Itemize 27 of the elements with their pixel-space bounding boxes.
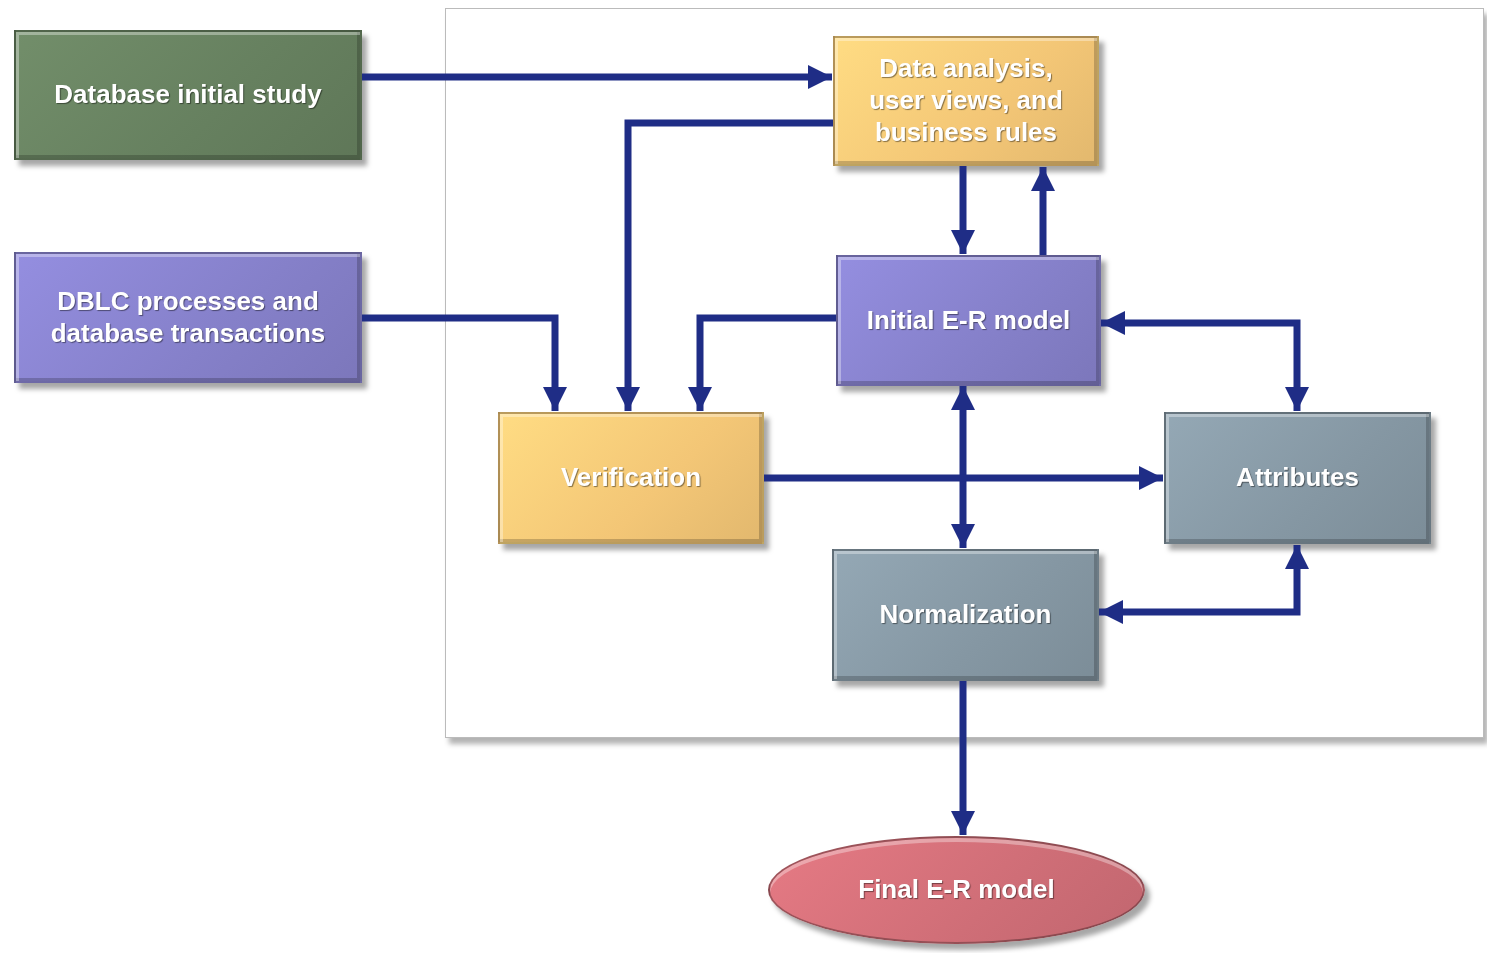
process-box xyxy=(832,549,1099,681)
arrow xyxy=(951,386,975,548)
box-label: Normalization xyxy=(878,599,1053,631)
arrow xyxy=(951,166,975,254)
process-box xyxy=(1164,412,1431,544)
arrow xyxy=(616,119,833,411)
arrow xyxy=(1101,311,1309,411)
arrow xyxy=(688,314,836,411)
panel-background xyxy=(445,8,1484,738)
box-label: DBLC processes and database transactions xyxy=(49,285,327,350)
arrow xyxy=(1031,167,1055,255)
box-label: Final E-R model xyxy=(857,874,1056,906)
box-label: Data analysis, user views, and business rules xyxy=(868,53,1064,149)
arrow xyxy=(951,681,975,835)
process-box xyxy=(836,255,1101,386)
process-box xyxy=(498,412,764,544)
box-label: Verification xyxy=(559,462,703,494)
process-box xyxy=(833,36,1099,166)
arrow xyxy=(362,65,832,89)
arrow xyxy=(1099,545,1309,624)
process-box xyxy=(14,30,362,160)
arrow xyxy=(362,314,567,411)
box-label: Database initial study xyxy=(53,79,323,111)
box-label: Initial E-R model xyxy=(865,304,1072,337)
process-box xyxy=(14,252,362,383)
box-label: Attributes xyxy=(1235,462,1360,494)
arrow xyxy=(764,466,1163,490)
